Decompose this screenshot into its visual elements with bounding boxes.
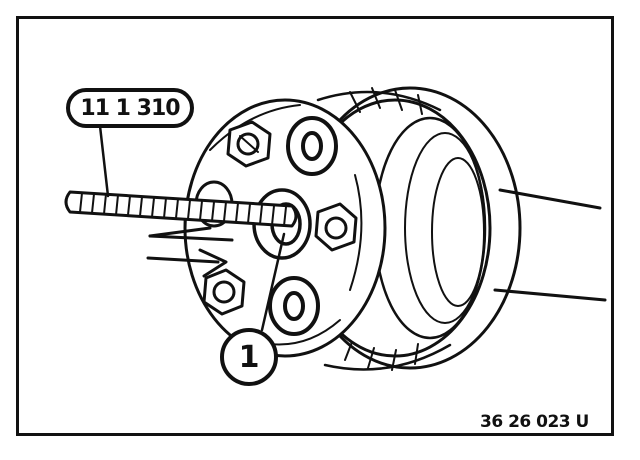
coupling-body xyxy=(298,86,522,371)
leader-part-1 xyxy=(260,232,286,332)
bushing-bottom xyxy=(268,276,320,336)
tool-number-callout: 11 1 310 xyxy=(66,88,194,128)
rod-threads xyxy=(79,192,287,227)
pull-arrow-lower xyxy=(146,248,228,278)
pull-arrow-upper xyxy=(148,226,234,242)
threaded-rod xyxy=(64,190,298,228)
part-number-callout: 1 xyxy=(220,328,278,386)
bushing-top xyxy=(286,116,338,176)
tool-number-label: 11 1 310 xyxy=(80,95,180,121)
bolt-bottom-left xyxy=(202,268,246,316)
part-number-label: 1 xyxy=(238,339,260,375)
leader-tool xyxy=(98,124,110,198)
bolt-right xyxy=(314,202,358,252)
figure-code: 36 26 023 U xyxy=(480,412,589,432)
bolt-top-left xyxy=(226,120,272,168)
